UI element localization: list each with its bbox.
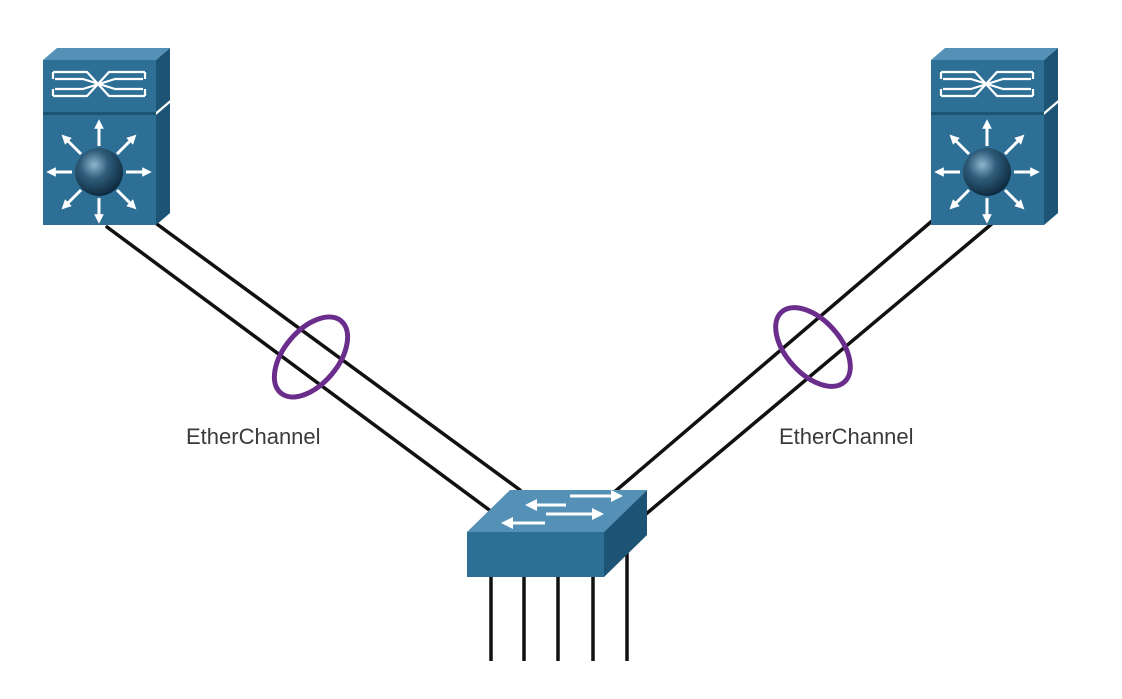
workgroup-switch-icon <box>467 490 647 577</box>
multilayer-switch-right[interactable] <box>931 48 1058 225</box>
etherchannel-label-right: EtherChannel <box>779 424 914 449</box>
etherchannel-ring-left <box>271 314 351 400</box>
access-downlinks <box>489 553 629 661</box>
multilayer-switch-left[interactable] <box>43 48 170 225</box>
multilayer-switch-icon <box>931 48 1058 225</box>
access-switch[interactable] <box>467 490 647 577</box>
cable-right-2 <box>644 220 996 516</box>
cable-left-1 <box>105 225 494 514</box>
cable-right-1 <box>610 219 934 496</box>
etherchannel-label-left: EtherChannel <box>186 424 321 449</box>
cable-bundle-right <box>610 219 996 516</box>
multilayer-switch-icon <box>43 48 170 225</box>
etherchannel-ring-right <box>773 305 853 389</box>
cable-left-2 <box>148 217 522 492</box>
cable-bundle-left <box>105 217 522 514</box>
